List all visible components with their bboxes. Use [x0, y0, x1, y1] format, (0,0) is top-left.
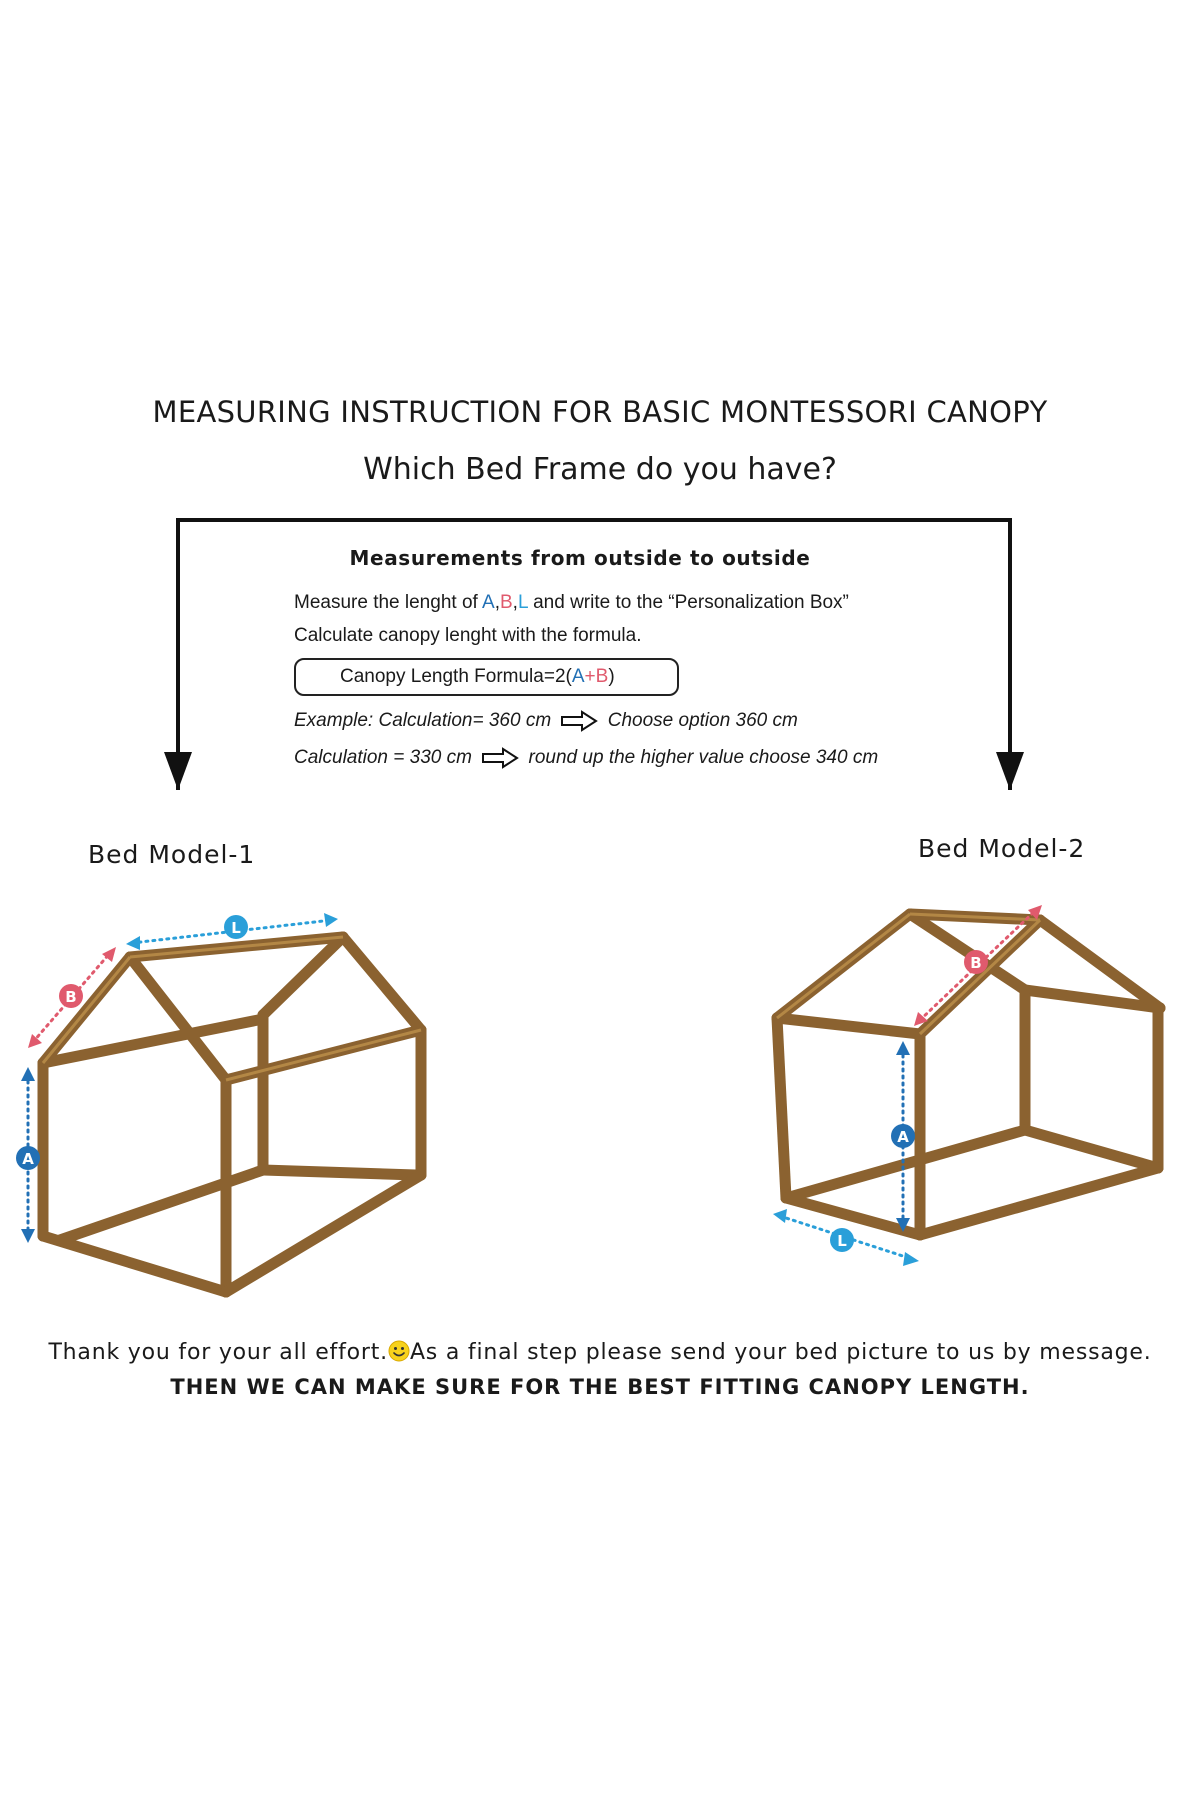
svg-text:A: A: [22, 1150, 34, 1168]
right-arrow-head: [996, 752, 1024, 790]
letter-a: A: [482, 592, 495, 613]
example-line-1: Example: Calculation= 360 cm Choose opti…: [294, 710, 798, 732]
final-note: THEN WE CAN MAKE SURE FOR THE BEST FITTI…: [170, 1375, 1030, 1399]
example-line-2: Calculation = 330 cm round up the higher…: [294, 747, 879, 769]
l-badge: [830, 1228, 854, 1252]
page-title: MEASURING INSTRUCTION FOR BASIC MONTESSO…: [152, 395, 1048, 429]
svg-text:B: B: [65, 988, 76, 1006]
thanks-message: Thank you for your all effort.As a final…: [48, 1340, 1152, 1365]
a-badge: [16, 1146, 40, 1170]
svg-text:B: B: [970, 954, 981, 972]
b-badge: [59, 984, 83, 1008]
bed-model-2-label: Bed Model-2: [918, 834, 1086, 863]
instruction-line-1: Measure the lenght of A,B,L and write to…: [294, 592, 849, 613]
measurements-heading: Measurements from outside to outside: [349, 546, 811, 570]
bed-model-1-label: Bed Model-1: [88, 840, 256, 869]
smiley-icon: [388, 1340, 410, 1362]
svg-text:A: A: [897, 1128, 909, 1146]
a-badge: [891, 1124, 915, 1148]
right-arrow-icon: [482, 747, 520, 769]
formula-box: Canopy Length Formula=2(A+B): [294, 658, 679, 696]
letter-l: L: [517, 592, 528, 613]
svg-text:L: L: [231, 919, 241, 937]
svg-text:L: L: [837, 1232, 847, 1250]
instruction-line-2: Calculate canopy lenght with the formula…: [294, 625, 642, 646]
b-badge: [964, 950, 988, 974]
right-arrow-icon: [561, 710, 599, 732]
left-arrow-head: [164, 752, 192, 790]
page-subtitle: Which Bed Frame do you have?: [363, 452, 837, 487]
letter-b: B: [499, 592, 513, 613]
l-badge: [224, 915, 248, 939]
